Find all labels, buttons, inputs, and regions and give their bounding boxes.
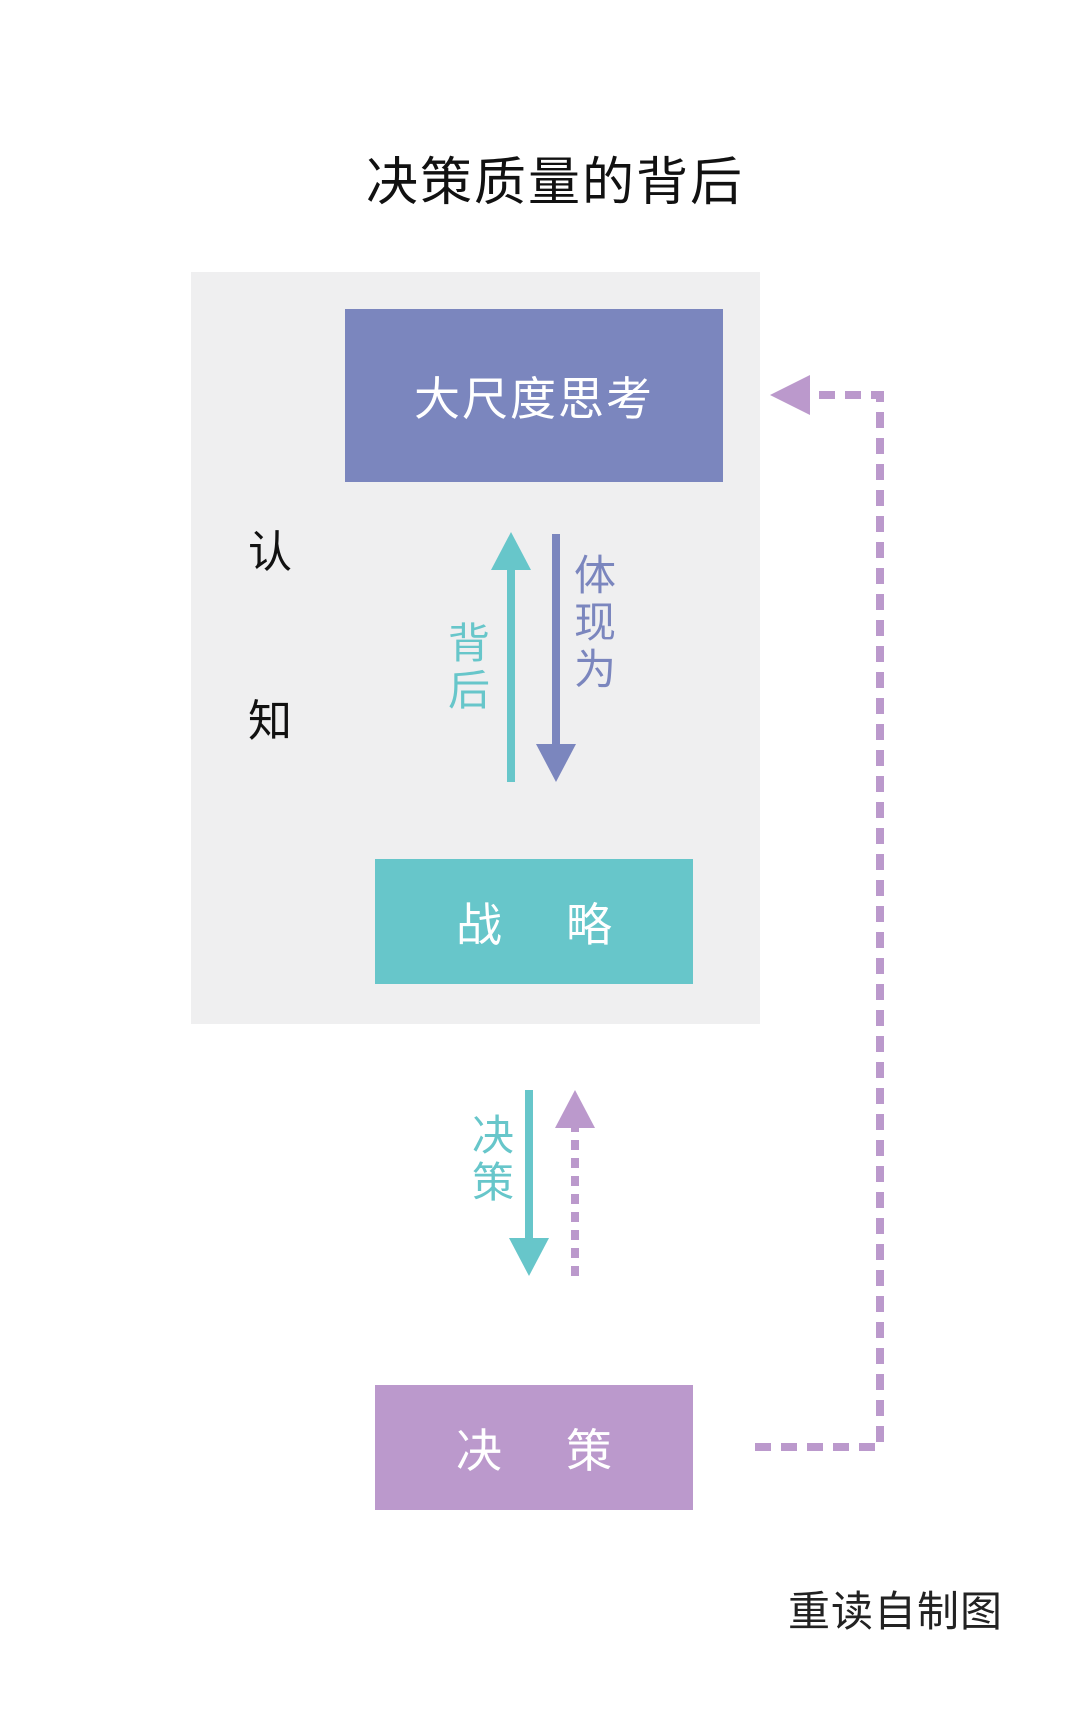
cognition-label-char-1: 认 (248, 527, 292, 578)
decision-box: 决 策 (375, 1385, 693, 1510)
behind-char-2: 后 (448, 666, 491, 716)
embodied-as-arrow-label: 体 现 为 (574, 552, 616, 693)
diagram-title: 决策质量的背后 (365, 153, 744, 213)
big-scale-thinking-label: 大尺度思考 (414, 371, 654, 426)
embodied-char-2: 现 (574, 598, 617, 648)
decide-char-1: 决 (472, 1111, 515, 1160)
big-scale-thinking-box: 大尺度思考 (345, 309, 723, 482)
embodied-down-arrow (536, 534, 576, 782)
embodied-char-3: 为 (574, 645, 617, 695)
behind-arrow-label: 背 后 (448, 620, 490, 714)
strategy-label-char-1: 战 (456, 897, 502, 952)
cognition-label: 认 知 (248, 528, 292, 747)
embodied-char-1: 体 (574, 551, 617, 600)
feedback-dashed-loop-arrow (755, 375, 884, 1451)
feedback-dotted-up-arrow (555, 1090, 595, 1276)
credit-label: 重读自制图 (788, 1587, 1004, 1636)
behind-char-1: 背 (448, 619, 491, 668)
strategy-box: 战 略 (375, 859, 693, 984)
decide-down-arrow (509, 1090, 549, 1276)
decision-label-char-1: 决 (456, 1423, 502, 1478)
decide-arrow-label: 决 策 (472, 1112, 514, 1206)
decide-char-2: 策 (472, 1158, 515, 1208)
behind-up-arrow (491, 532, 531, 782)
decision-label-char-2: 策 (566, 1423, 612, 1478)
cognition-label-char-2: 知 (248, 696, 292, 748)
strategy-label-char-2: 略 (566, 897, 612, 952)
